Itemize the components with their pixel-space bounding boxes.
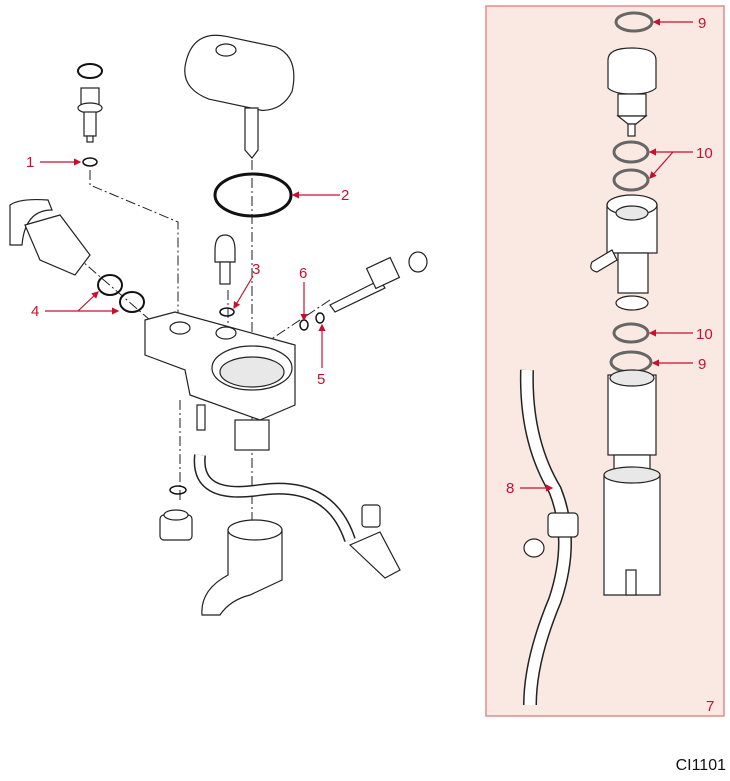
- callout-9-bottom: 9: [698, 356, 706, 373]
- tube-part: [519, 369, 579, 706]
- callout-9-top: 9: [698, 15, 706, 32]
- cylinder-part: [603, 369, 661, 596]
- callout-6: 6: [299, 265, 307, 282]
- clamp-fitting-part: [348, 504, 401, 579]
- callout-5: 5: [317, 371, 325, 388]
- valve-body-part: [590, 194, 658, 311]
- valve-stem-part: [77, 63, 103, 143]
- callout-2: 2: [341, 187, 349, 204]
- callout-7: 7: [706, 698, 714, 715]
- o-ring-9-top: [614, 11, 654, 33]
- callout-3: 3: [252, 261, 260, 278]
- callout-4: 4: [31, 303, 39, 320]
- o-ring-5: [315, 312, 325, 324]
- needle-valve-part: [329, 251, 428, 313]
- callout-10-bottom: 10: [696, 326, 713, 343]
- o-ring-6: [299, 319, 309, 331]
- hose-part: [195, 454, 355, 542]
- o-ring-3: [219, 307, 235, 317]
- group-head-body: [144, 311, 296, 451]
- spout-part: [201, 519, 283, 616]
- figure-code: CI1101: [675, 757, 726, 774]
- subassembly-panel: [485, 5, 725, 717]
- callout-8: 8: [506, 480, 514, 497]
- screw-part: [214, 234, 236, 285]
- o-ring-10a: [612, 140, 650, 164]
- cap-knob-part: [184, 34, 295, 159]
- plunger-part: [9, 198, 91, 276]
- callout-1: 1: [26, 154, 34, 171]
- o-ring-4a: [97, 274, 123, 296]
- o-ring-1: [82, 157, 98, 167]
- callout-leaders: [40, 18, 693, 492]
- o-ring-4b: [119, 291, 145, 313]
- callout-10-top: 10: [696, 145, 713, 162]
- o-ring-10b: [612, 168, 650, 192]
- o-ring-10c: [612, 322, 650, 344]
- nut-part: [159, 509, 193, 541]
- cap-nut-part: [607, 47, 657, 137]
- o-ring-2: [213, 172, 293, 218]
- o-ring-lower: [169, 485, 187, 495]
